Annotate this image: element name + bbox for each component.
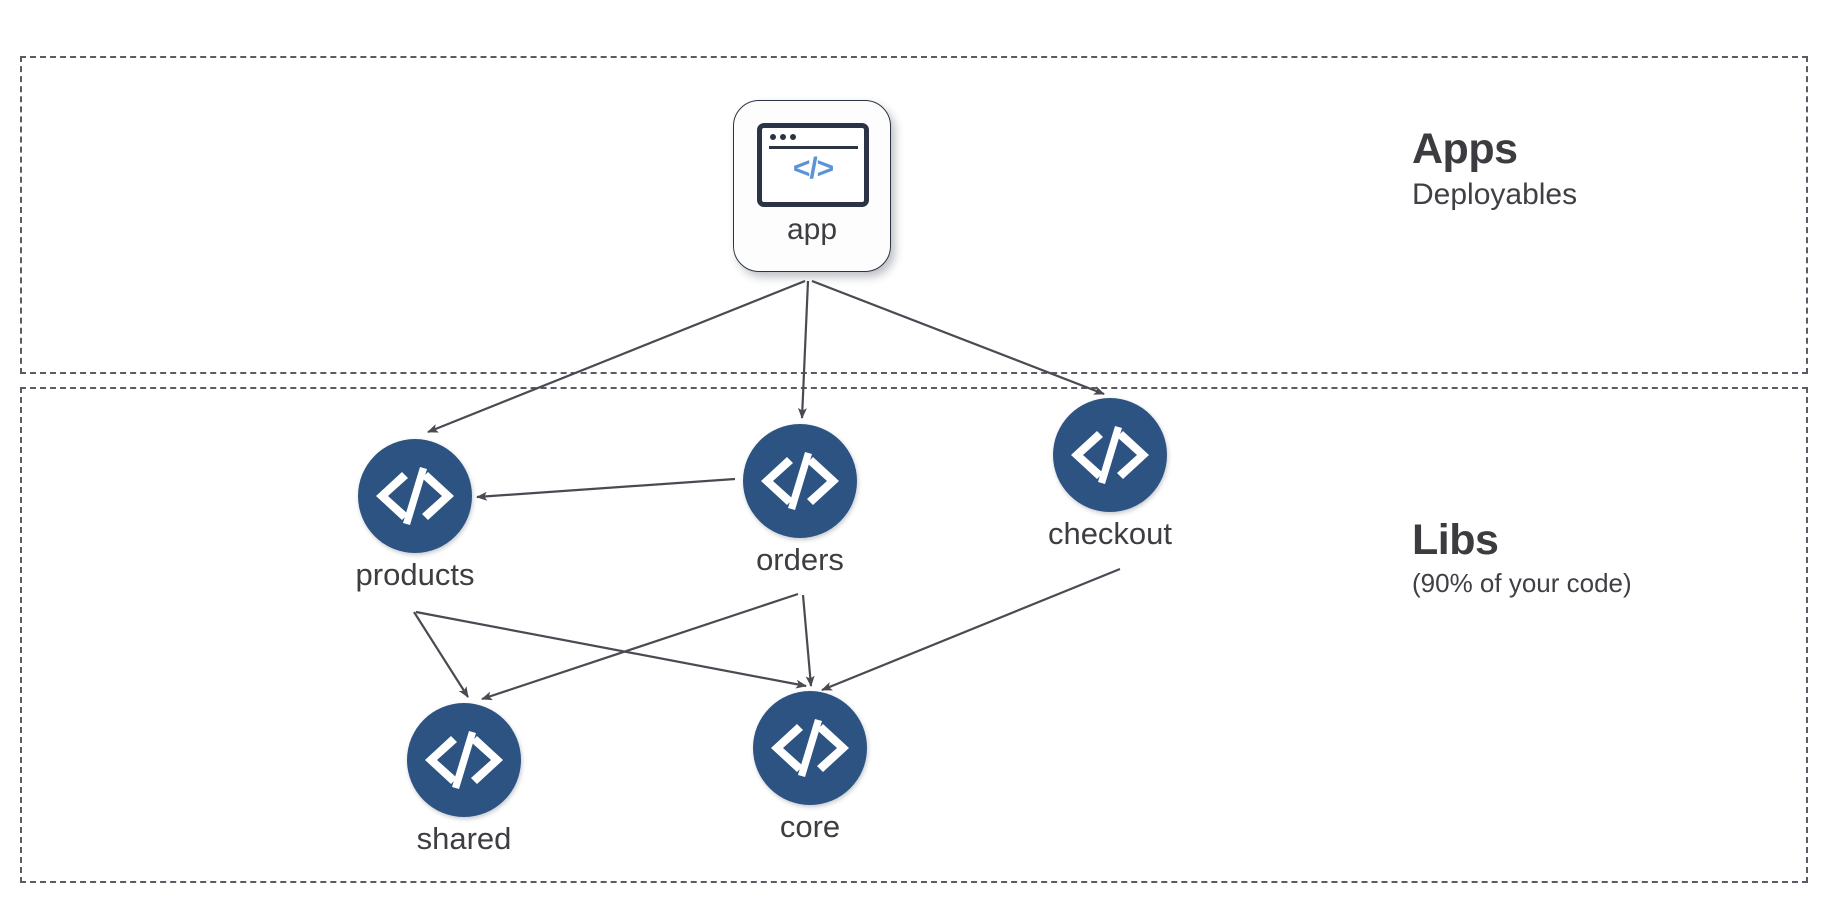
node-shared-label: shared bbox=[416, 821, 512, 856]
zone-libs-legend: Libs (90% of your code) bbox=[1412, 517, 1632, 600]
code-brackets-icon bbox=[1053, 398, 1167, 512]
code-brackets-icon bbox=[358, 439, 472, 553]
node-core-label: core bbox=[779, 809, 841, 844]
zone-apps-subtitle: Deployables bbox=[1412, 178, 1578, 212]
zone-libs-subtitle: (90% of your code) bbox=[1412, 568, 1632, 599]
window-titlebar-line bbox=[769, 146, 858, 149]
node-products-label: products bbox=[355, 557, 475, 592]
zone-apps-title: Apps bbox=[1412, 125, 1518, 173]
zone-apps bbox=[20, 56, 1808, 374]
node-shared[interactable]: shared bbox=[407, 703, 521, 856]
code-glyph: </> bbox=[792, 152, 834, 185]
window-dots-icon bbox=[770, 134, 796, 140]
code-brackets-icon bbox=[407, 703, 521, 817]
zone-libs-title: Libs bbox=[1412, 516, 1499, 564]
node-app-label: app bbox=[786, 213, 838, 246]
node-checkout[interactable]: checkout bbox=[1048, 398, 1172, 551]
node-app[interactable]: </> app bbox=[733, 100, 891, 272]
code-brackets-icon bbox=[743, 424, 857, 538]
node-orders-label: orders bbox=[756, 542, 844, 577]
zone-apps-legend: Apps Deployables bbox=[1412, 126, 1577, 214]
node-orders[interactable]: orders bbox=[743, 424, 857, 577]
code-brackets-icon bbox=[753, 691, 867, 805]
node-core[interactable]: core bbox=[753, 691, 867, 844]
node-checkout-label: checkout bbox=[1047, 516, 1173, 551]
node-products[interactable]: products bbox=[356, 439, 474, 592]
code-window-icon: </> bbox=[757, 123, 869, 207]
